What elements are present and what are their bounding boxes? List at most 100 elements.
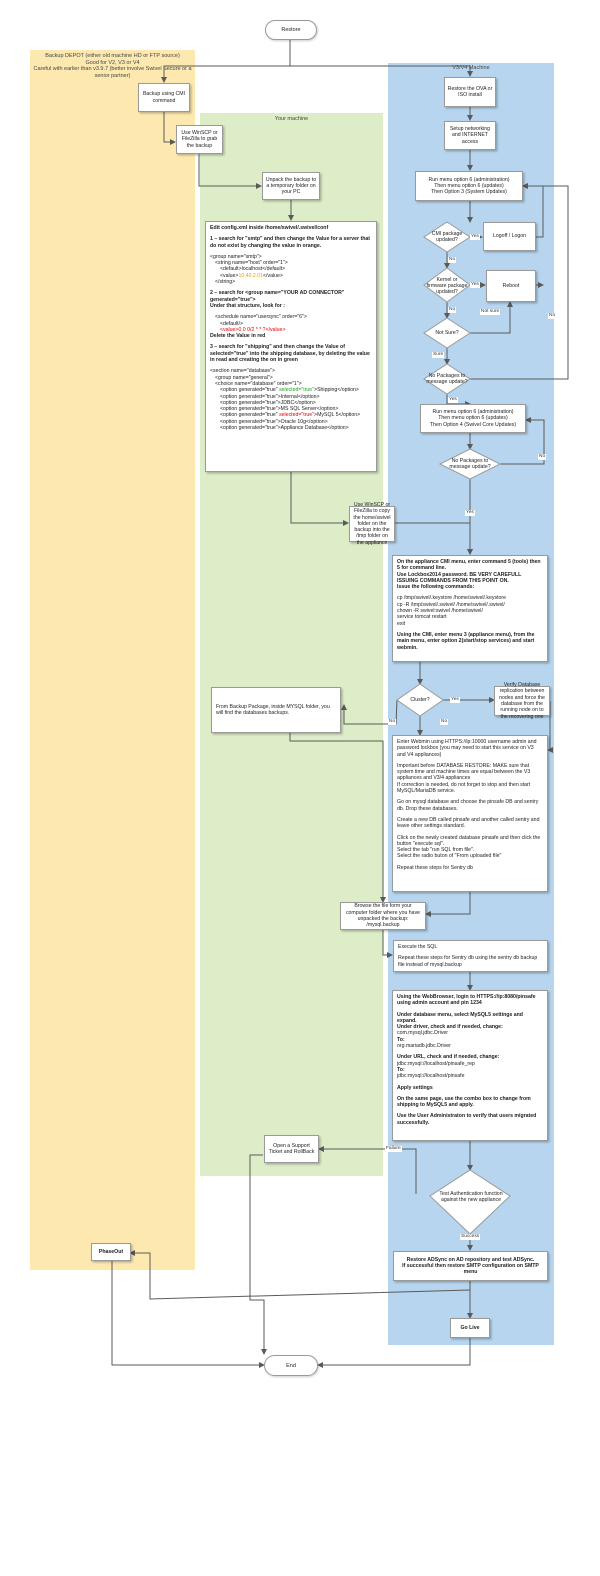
not-sure-diamond — [423, 317, 471, 349]
reboot-label: Reboot — [502, 282, 520, 289]
no-packages-2-text: No Packages to message update? — [449, 457, 491, 470]
xml-line: <group name="smtp"> — [210, 253, 262, 260]
menu-system-updates-step: Run menu option 6 (administration) Then … — [415, 171, 523, 201]
config-step-2-cont: generated="true"> — [210, 296, 256, 303]
webmin-restore-box: Enter Webmin using HTTPS://ip:10000 user… — [392, 735, 548, 892]
pinsafe-para: Using the WebBrowser, login to HTTPS://i… — [397, 994, 536, 1007]
edge-label-no: No — [440, 719, 449, 725]
mysql-folder-label: From Backup Package, inside MYSQL folder… — [216, 703, 330, 716]
pinsafe-para: Use the User Administraton to verify tha… — [397, 1113, 537, 1126]
xml-line: <value>10.40.2.01</value> — [220, 272, 283, 279]
end-terminal: End — [264, 1355, 318, 1376]
test-auth-text: Test Authentication function against the… — [439, 1190, 503, 1203]
edge-browse-execute — [382, 930, 393, 958]
menu2-line-1: Run menu option 6 (administration) — [432, 409, 514, 416]
edge-restore-vm — [289, 40, 473, 77]
cmi-command: exit — [397, 620, 406, 627]
pinsafe-para: org.mariadb.jdbc.Driver — [397, 1043, 451, 1050]
lane-vm-title: V3/V4 Machine — [452, 65, 490, 71]
lane-backup-depot-warning-2: senior partner) — [94, 72, 131, 79]
pinsafe-para: To: — [397, 1036, 405, 1043]
backup-cmi-label: Backup using CMI command — [142, 91, 186, 104]
config-step-1: 1 – search for "smtp" and then change th… — [210, 236, 371, 249]
edge-label-yes: Yes — [470, 282, 480, 288]
execute-sql-box: Execute the SQL Repeat these steps for S… — [393, 940, 548, 972]
xml-line: <option generated="true">Internal</optio… — [220, 393, 320, 400]
delete-note: Delete the Value in red — [210, 333, 266, 340]
webmin-para: Click on the newly created database pins… — [397, 834, 541, 847]
pinsafe-para: jdbc:mysql://localhost/pinsafe_rep — [397, 1060, 475, 1067]
webmin-para: Select the tab "run SQL from file". — [397, 847, 475, 854]
lane-backup-depot-subtitle: Good for V2, V3 or V4 — [85, 59, 140, 66]
config-title: Edit config.xml inside /home/swivel/.swi… — [210, 225, 329, 231]
pinsafe-para: Under driver, check and if needed, chang… — [397, 1024, 503, 1031]
menu2-line-3: Then Option 4 (Swivel Core Updates) — [429, 421, 517, 428]
not-sure-text: Not Sure? — [435, 329, 459, 336]
edge-label-not-sure: Not sure — [480, 309, 501, 315]
edge-label-success: Success — [460, 1234, 481, 1240]
logoff-label: Logoff / Logon — [492, 233, 527, 240]
xml-line: <string name="host" order="1"> — [215, 260, 288, 267]
xml-line: <option generated="true">JDBC</option> — [220, 399, 316, 406]
edge-label-no: No — [448, 257, 457, 263]
kernel-updated-text: Kernel or firmware package updated? — [426, 276, 468, 296]
edge-label-no: No — [548, 313, 557, 319]
winscp-copy-step: Use WinSCP or FileZilla to copy the home… — [349, 502, 395, 546]
cmi-para-4: Using the CMI, enter menu 3 (appliance m… — [397, 631, 535, 651]
lane-your-machine-title: Your machine — [274, 116, 309, 122]
cmi-commands-box: On the appliance CMI menu, enter command… — [392, 555, 548, 662]
winscp-grab-label: Use WinSCP or FileZilla to grab the back… — [181, 130, 218, 149]
menu1-line-1: Run menu option 6 (administration) — [428, 176, 510, 183]
xml-line: <option generated="true" selected="true"… — [220, 387, 359, 394]
go-live-step: Go Live — [450, 1318, 490, 1338]
edge-test-ticket — [318, 1146, 417, 1194]
pinsafe-para: Under URL, check and if needed, change: — [397, 1054, 500, 1061]
lane-backup-depot-warning: Careful with earlier than v3.9.7 (better… — [33, 66, 192, 72]
xml-line: <section name="database"> — [210, 368, 275, 375]
cmi-command: service tomcat restart — [397, 614, 447, 621]
xml-line: <choice name="database" order="1"> — [215, 380, 302, 387]
adsync-line-1: Restore ADSync on AD repository and test… — [406, 1256, 535, 1263]
restore-ova-step: Restore the OVA or ISO install — [444, 77, 496, 107]
menu-core-updates-step: Run menu option 6 (administration) Then … — [420, 404, 526, 433]
xml-line: <default>localhost</default> — [220, 266, 286, 273]
edge-label-yes: Yes — [465, 510, 475, 516]
edge-cluster-mysql — [341, 699, 398, 725]
no-packages-2-diamond — [438, 448, 502, 480]
browse-file-label: Browse the file form your computer folde… — [345, 903, 421, 929]
phaseout-label: PhaseOut — [98, 1248, 124, 1255]
xml-line: <option generated="true">Appliance Datab… — [220, 425, 349, 432]
open-ticket-label: Open a Support Ticket and RollBack — [268, 1142, 315, 1155]
edge-winscp-unpack — [198, 154, 262, 189]
execute-para-1: Execute the SQL — [398, 944, 438, 950]
smtp-host-value: 10.40.2.01 — [238, 272, 263, 279]
edge-webmin-browse — [425, 892, 471, 917]
no-packages-text: No Packages to message update? — [426, 372, 468, 385]
webmin-para: Repeat these steps for Sentry db — [397, 864, 473, 871]
edge-label-no: No — [388, 719, 397, 725]
mysql-folder-step: From Backup Package, inside MYSQL folder… — [211, 687, 341, 733]
verify-replication-step: Verify Database replication between node… — [494, 682, 550, 720]
adsync-line-2: If successful then restore SMTP configur… — [402, 1262, 539, 1276]
webmin-para: If correction is needed, do not forget t… — [397, 781, 531, 795]
cmi-updated-diamond — [423, 221, 471, 253]
menu1-line-2: Then menu option 6 (updates) — [434, 182, 504, 189]
menu2-line-2: Then menu option 6 (updates) — [438, 415, 508, 422]
config-step-3: 3 – search for "shipping" and then chang… — [210, 344, 370, 364]
kernel-updated-diamond — [423, 267, 471, 303]
cluster-text: Cluster? — [410, 696, 430, 703]
edge-label-yes: Yes — [470, 234, 480, 240]
webmin-para: Select the radio buton of "From uploaded… — [397, 853, 502, 860]
edge-label-no: No — [448, 307, 457, 313]
edge-label-sure: Sure — [432, 352, 445, 358]
cmi-command: chown -R swivel:swivel /home/swivel/ — [397, 608, 483, 615]
cmi-para-2: Use Lockbox2014 password. BE VERY CAREFU… — [397, 571, 522, 584]
edge-ticket-end — [249, 1154, 267, 1355]
no-packages-diamond — [423, 363, 471, 395]
go-live-label: Go Live — [460, 1324, 480, 1331]
lane-backup-depot-title: Backup DEPOT (either old machine HD or F… — [45, 53, 180, 59]
cluster-diamond — [396, 683, 444, 717]
mysql-selected: selected="true" — [279, 412, 315, 419]
edge-label-yes: Yes — [450, 697, 460, 703]
